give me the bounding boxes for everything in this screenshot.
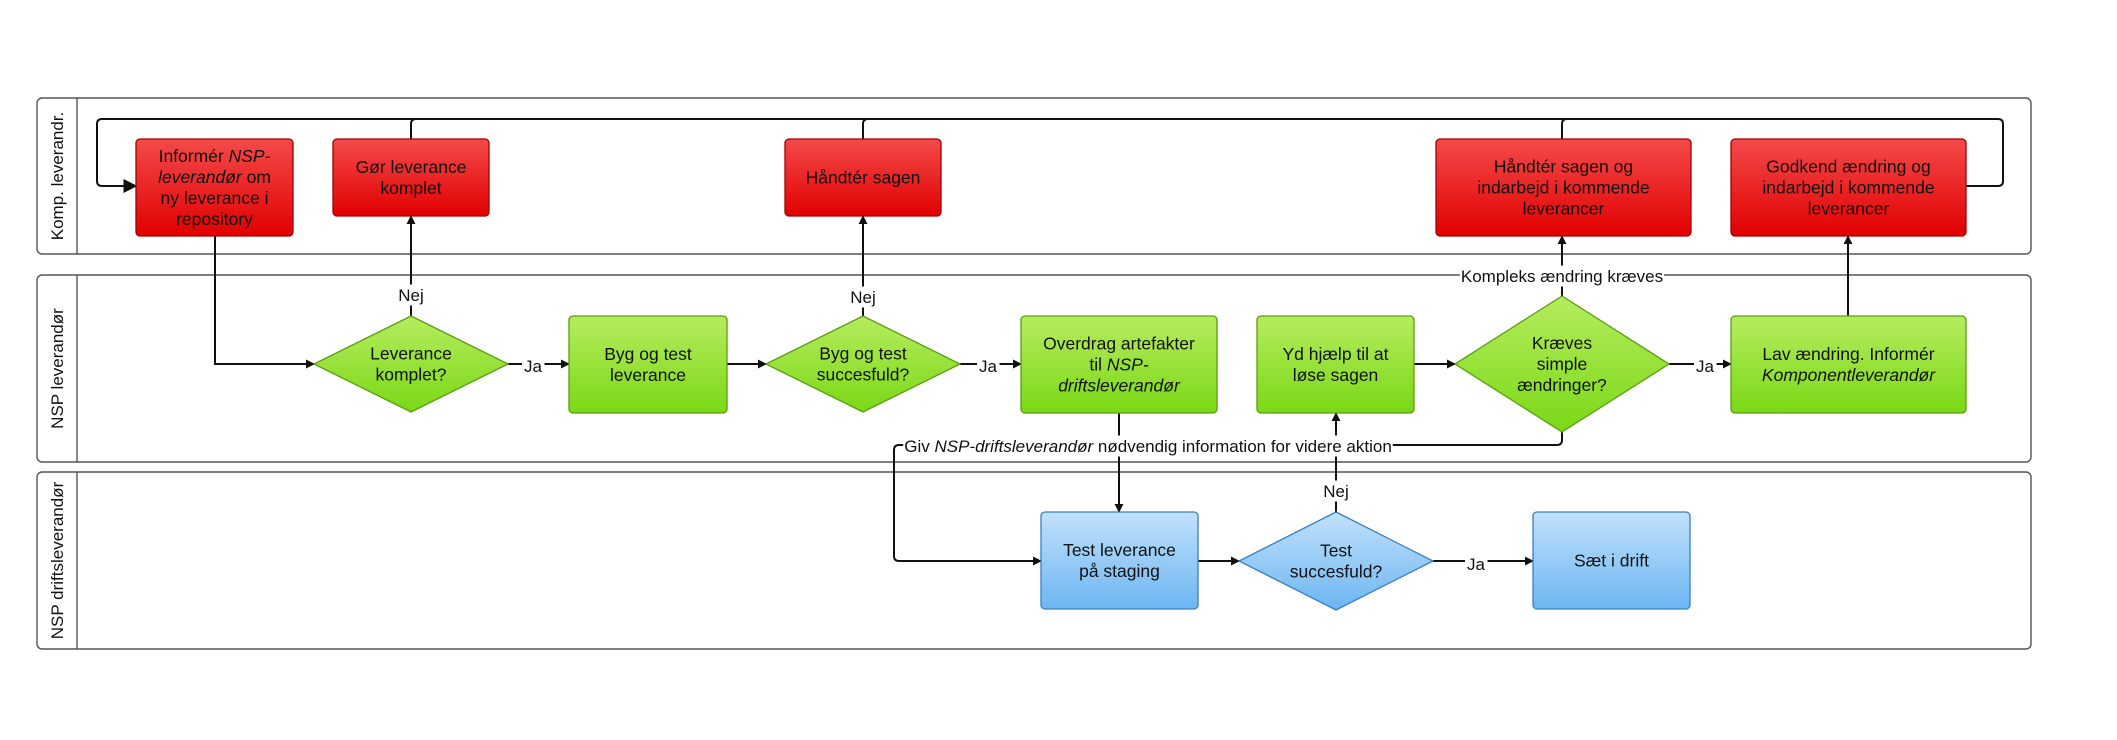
- svg-text:Nej: Nej: [1323, 482, 1349, 501]
- node-text-line: simple: [1537, 354, 1588, 374]
- svg-text:Nej: Nej: [398, 286, 424, 305]
- process-box: [1730, 138, 1967, 237]
- process-box: [135, 138, 294, 237]
- edge-label-ja-kraeves: Ja: [1694, 355, 1717, 377]
- decision-diamond: [1453, 295, 1671, 433]
- edge-label-nej-levkomplet: Nej: [396, 284, 426, 306]
- svg-text:Ja: Ja: [1696, 357, 1715, 376]
- process-box: [1040, 511, 1199, 610]
- edge-kraeves-giv-to-teststaging: [893, 432, 1563, 566]
- decision-diamond: [764, 315, 962, 413]
- node-text-line: Håndtér sagen: [806, 168, 921, 188]
- edge-feedback-loop-to-informer: [96, 118, 2004, 193]
- process-box: [1256, 315, 1415, 414]
- node-text-line: Gør leverance: [356, 157, 467, 177]
- node-text-line: indarbejd i kommende: [1477, 178, 1649, 198]
- node-text-line: Byg og test: [819, 344, 907, 364]
- node-text-line: Sæt i drift: [1574, 551, 1649, 571]
- node-text-line: driftsleverandør: [1058, 376, 1181, 396]
- node-text-line: komplet?: [375, 365, 446, 385]
- node-saet-drift: Sæt i drift: [1532, 511, 1691, 610]
- node-text-line: til NSP-: [1089, 355, 1148, 375]
- edge-goerkomplet-loop-join: [410, 118, 417, 139]
- edge-label-ja-testok: Ja: [1465, 553, 1488, 575]
- svg-text:Kompleks ændring kræves: Kompleks ændring kræves: [1461, 267, 1663, 286]
- node-text-line: indarbejd i kommende: [1762, 178, 1934, 198]
- process-box: [1020, 315, 1218, 414]
- decision-diamond: [312, 315, 510, 413]
- node-text-line: ny leverance i: [161, 188, 269, 208]
- edge-label-kompleks: Kompleks ændring kræves: [1459, 265, 1665, 287]
- node-text-line: leverancer: [1523, 199, 1605, 219]
- node-text-line: Leverance: [370, 344, 452, 364]
- node-text-line: komplet: [380, 178, 441, 198]
- node-text-line: Komponentleverandør: [1762, 365, 1936, 385]
- svg-text:Nej: Nej: [850, 288, 876, 307]
- svg-text:Ja: Ja: [1467, 555, 1486, 574]
- node-text-line: succesfuld?: [1290, 562, 1383, 582]
- node-text-line: Informér NSP-: [159, 146, 271, 166]
- edge-informer-to-levkomplet: [214, 236, 315, 369]
- node-text-line: Byg og test: [604, 344, 692, 364]
- edge-label-ja-levkomplet: Ja: [522, 355, 545, 377]
- node-text-line: leverance: [610, 365, 686, 385]
- node-text-line: Test leverance: [1063, 540, 1176, 560]
- node-text-line: Overdrag artefakter: [1043, 334, 1195, 354]
- node-text-line: leverancer: [1808, 199, 1890, 219]
- node-text-line: Håndtér sagen og: [1494, 157, 1633, 177]
- process-box: [1532, 511, 1691, 610]
- edge-label-ja-bygok: Ja: [977, 355, 1000, 377]
- svg-text:Giv NSP-driftsleverandør nødve: Giv NSP-driftsleverandør nødvendig infor…: [904, 437, 1392, 456]
- edge-label-nej-bygok: Nej: [848, 286, 878, 308]
- node-text-line: ændringer?: [1517, 375, 1607, 395]
- edge-label-giv: Giv NSP-driftsleverandør nødvendig infor…: [903, 435, 1393, 457]
- node-text-line: løse sagen: [1293, 365, 1379, 385]
- edge-haandter-loop-join: [862, 118, 869, 139]
- process-box: [1730, 315, 1967, 414]
- process-box: [568, 315, 728, 414]
- swimlane-label: NSP driftsleverandør: [48, 481, 67, 639]
- node-haandter: Håndtér sagen: [784, 138, 942, 217]
- process-box: [784, 138, 942, 217]
- node-text-line: repository: [176, 209, 253, 229]
- node-text-line: Godkend ændring og: [1766, 157, 1930, 177]
- svg-text:Ja: Ja: [979, 357, 998, 376]
- process-box: [1435, 138, 1692, 237]
- node-text-line: Kræves: [1532, 333, 1593, 353]
- node-text-line: succesfuld?: [817, 365, 910, 385]
- node-text-line: Lav ændring. Informér: [1762, 344, 1934, 364]
- edge-haandterindarbejd-loop-join: [1561, 118, 1568, 139]
- decision-diamond: [1237, 511, 1435, 611]
- node-text-line: leverandør om: [158, 167, 271, 187]
- swimlane-label: NSP leverandør: [48, 308, 67, 429]
- edge-label-nej-testok: Nej: [1321, 480, 1351, 502]
- swimlane-label: Komp. leverandr.: [48, 112, 67, 241]
- node-text-line: på staging: [1079, 561, 1160, 581]
- process-box: [332, 138, 490, 217]
- node-text-line: Yd hjælp til at: [1282, 344, 1388, 364]
- svg-text:Ja: Ja: [524, 357, 543, 376]
- node-text-line: Test: [1320, 541, 1352, 561]
